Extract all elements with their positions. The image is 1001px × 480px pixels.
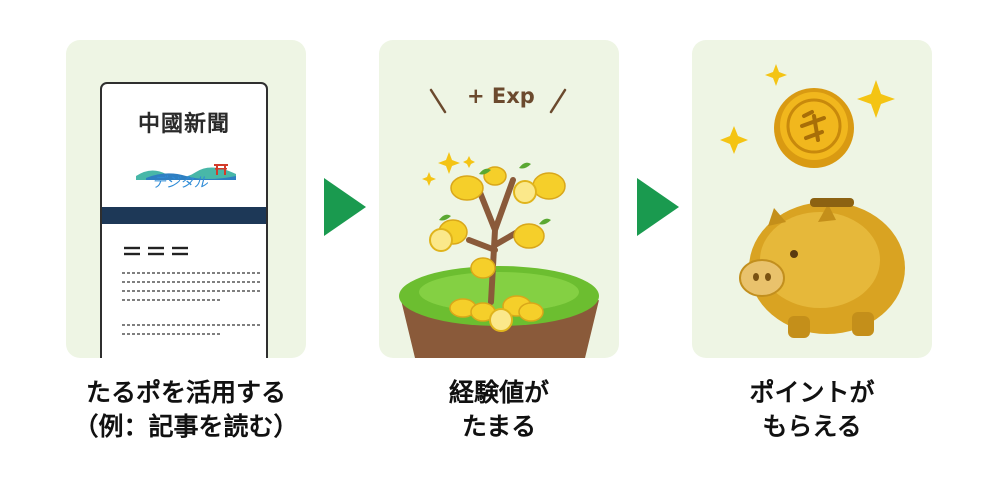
coin-icon: [774, 88, 854, 168]
sparkle-icon: [422, 152, 475, 186]
site-navbar: [102, 207, 266, 224]
caption-line: 経験値が: [448, 378, 549, 407]
caption-line: ポイントが: [749, 378, 875, 407]
step-2-card: + Exp: [379, 40, 619, 358]
caption-line: たるポを活用する: [85, 378, 286, 407]
article-text-lines: [122, 246, 262, 335]
step-3-card: [692, 40, 932, 358]
step-2-caption: 経験値が たまる: [349, 376, 649, 444]
phone-icon: 中國新聞 デジタル: [100, 82, 268, 358]
step-1-caption: たるポを活用する （例：記事を読む）: [36, 376, 336, 444]
step-1-card: 中國新聞 デジタル: [66, 40, 306, 358]
caption-line: たまる: [461, 412, 537, 441]
next-arrow-icon: [637, 178, 679, 236]
lemon-tree-icon: [399, 88, 599, 358]
site-logo-title: 中國新聞: [137, 111, 230, 137]
piggy-bank-icon: [720, 64, 905, 338]
caption-line: もらえる: [762, 412, 862, 441]
exp-label: + Exp: [467, 84, 535, 108]
site-logo-subtitle: デジタル: [152, 175, 208, 191]
caption-line: （例：記事を読む）: [73, 412, 299, 441]
sparkle-icon: [720, 64, 895, 154]
next-arrow-icon: [324, 178, 366, 236]
step-3-caption: ポイントが もらえる: [662, 376, 962, 444]
logo-wave-icon: [136, 164, 236, 180]
